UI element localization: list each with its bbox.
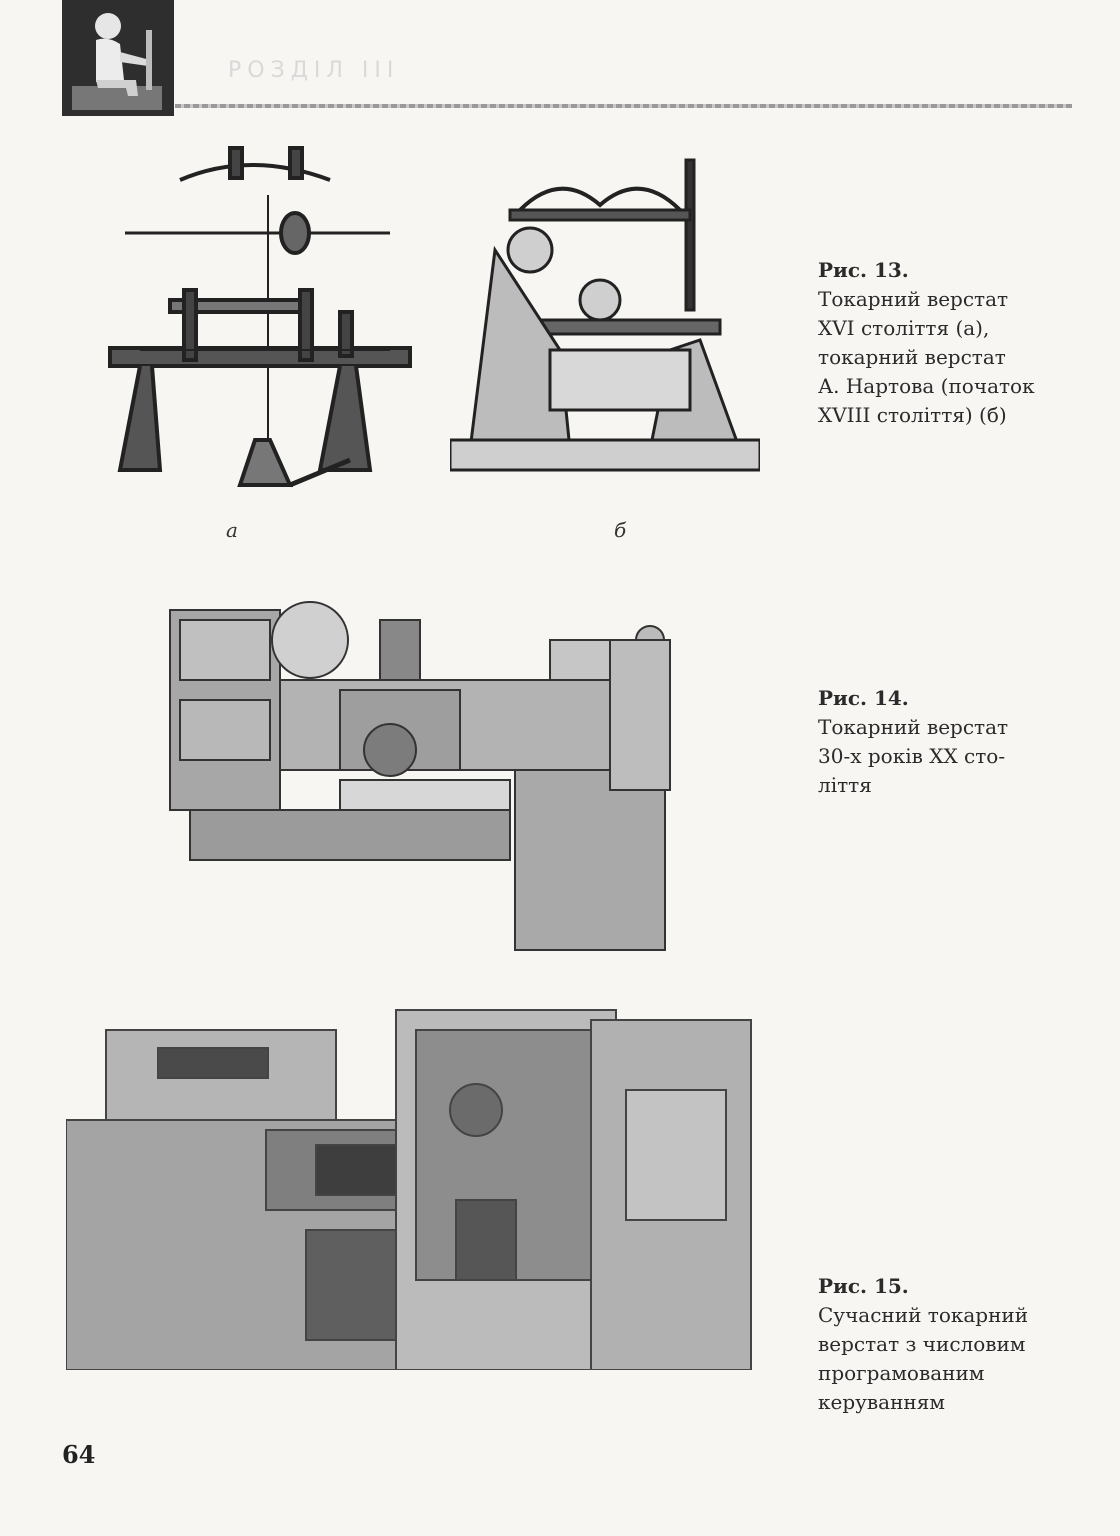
section-header-photo: [62, 0, 174, 116]
figure-13-text: Токарний верстат XVI століття (а), токар…: [818, 287, 1035, 427]
figure-14-text: Токарний верстат 30-х років XX сто- літт…: [818, 715, 1009, 797]
figure-15-caption: Рис. 15. Сучасний токарний верстат з чис…: [818, 1272, 1028, 1417]
header-divider: [175, 104, 1072, 108]
figure-13b-illustration: [448, 150, 762, 490]
figure-13b-label: б: [614, 518, 627, 542]
figure-13a-illustration: [100, 140, 420, 500]
figure-15-title: Рис. 15.: [818, 1274, 909, 1298]
figure-13-caption: Рис. 13. Токарний верстат XVI століття (…: [818, 256, 1035, 430]
figure-15-illustration: [65, 1000, 756, 1371]
section-label: РОЗДІЛ III: [228, 58, 400, 83]
seated-person-illustration: [62, 0, 174, 116]
figure-15-text: Сучасний токарний верстат з числовим про…: [818, 1303, 1029, 1414]
figure-14-caption: Рис. 14. Токарний верстат 30-х років XX …: [818, 684, 1008, 800]
figure-14-title: Рис. 14.: [818, 686, 909, 710]
figure-13a-label: а: [226, 518, 238, 542]
figure-14-illustration: [160, 580, 700, 960]
figure-13-title: Рис. 13.: [818, 258, 909, 282]
page-number: 64: [62, 1440, 96, 1469]
